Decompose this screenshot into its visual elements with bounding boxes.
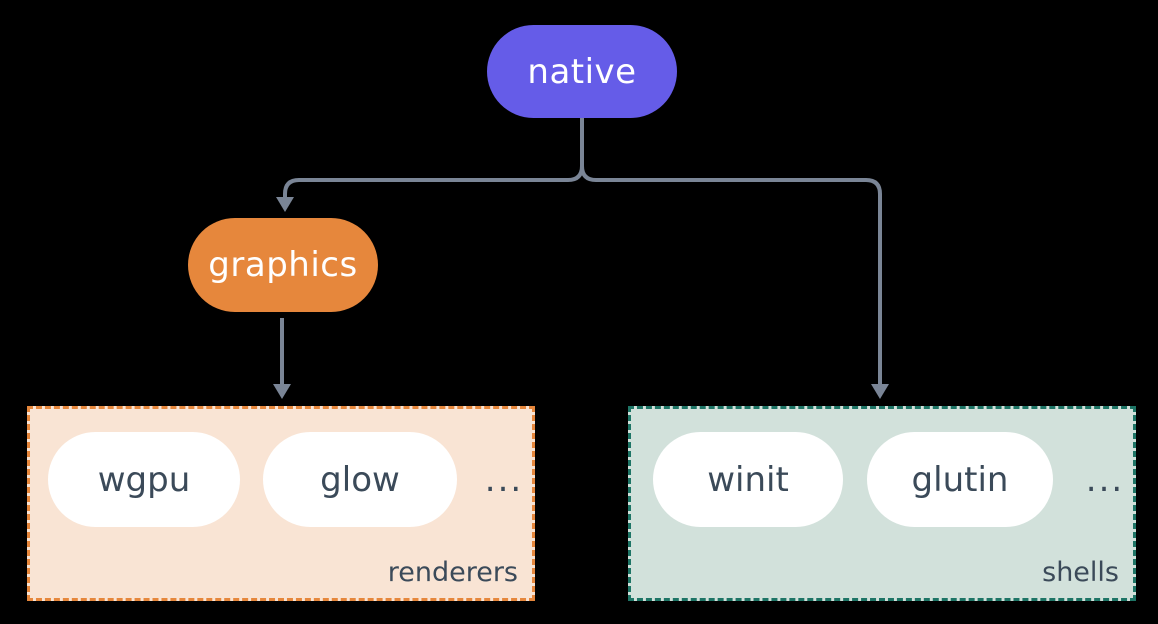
node-native: native bbox=[487, 25, 677, 118]
node-native-label: native bbox=[527, 51, 637, 92]
arrowhead-native-to-graphics bbox=[276, 197, 294, 212]
ellipsis-renderers: ... bbox=[484, 459, 524, 500]
group-shells: winit glutin ... shells bbox=[628, 406, 1136, 601]
item-label-glow: glow bbox=[320, 459, 400, 500]
group-renderers: wgpu glow ... renderers bbox=[27, 406, 535, 601]
connector-native-to-shells bbox=[580, 165, 882, 386]
item-pill-winit: winit bbox=[653, 432, 843, 527]
group-label-shells: shells bbox=[1042, 557, 1119, 588]
group-label-renderers: renderers bbox=[387, 557, 518, 588]
node-graphics-label: graphics bbox=[208, 245, 358, 285]
connector-native-to-graphics bbox=[283, 116, 584, 199]
item-label-glutin: glutin bbox=[911, 459, 1009, 500]
item-label-wgpu: wgpu bbox=[97, 459, 191, 500]
item-label-winit: winit bbox=[707, 459, 789, 500]
ellipsis-shells: ... bbox=[1085, 459, 1125, 500]
item-pill-glow: glow bbox=[263, 432, 457, 527]
arrowhead-native-to-shells bbox=[871, 384, 889, 399]
arrowhead-graphics-to-renderers bbox=[273, 384, 291, 399]
node-graphics: graphics bbox=[188, 218, 378, 312]
item-pill-wgpu: wgpu bbox=[48, 432, 240, 527]
item-pill-glutin: glutin bbox=[867, 432, 1053, 527]
